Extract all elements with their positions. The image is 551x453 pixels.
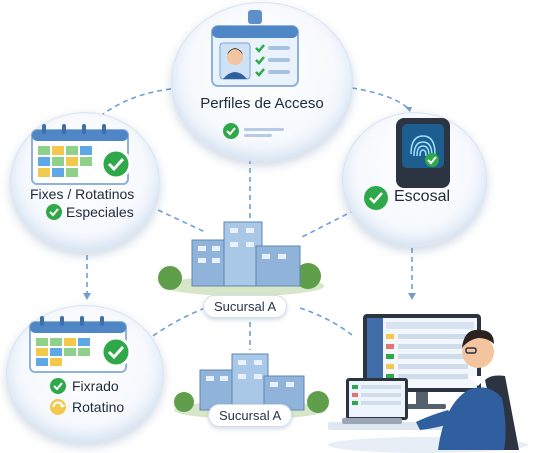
check-icon	[46, 204, 62, 220]
connector-perfiles-fixes	[97, 87, 181, 119]
check-icon	[50, 378, 66, 394]
perfiles-title: Perfiles de Acceso	[200, 95, 324, 112]
check-icon	[364, 186, 388, 210]
check-icon	[223, 123, 284, 139]
connector-escosal-sucursal	[299, 209, 356, 239]
fixes-line1: Fixes / Rotatinos	[30, 186, 135, 202]
computer-user-icon	[328, 314, 528, 453]
fixrado-line2: Rotatino	[72, 399, 125, 415]
fixes-line2: Especiales	[66, 204, 134, 220]
connector-sucursal-computer	[299, 307, 353, 336]
sucursal-top-label: Sucursal A	[203, 295, 288, 318]
fingerprint-scanner-icon	[396, 118, 450, 188]
escosal-title: Escosal	[394, 188, 451, 205]
building-icon	[158, 221, 324, 296]
fixrado-line1: Fixrado	[72, 378, 119, 394]
calendar-icon	[29, 316, 132, 373]
connector-perfiles-escosal	[351, 87, 411, 111]
id-badge-icon	[211, 10, 299, 87]
rotate-icon	[50, 399, 66, 415]
sucursal-bottom-label: Sucursal A	[208, 404, 293, 427]
calendar-icon	[31, 124, 132, 185]
connector-sucursal-fixrado	[149, 307, 206, 339]
